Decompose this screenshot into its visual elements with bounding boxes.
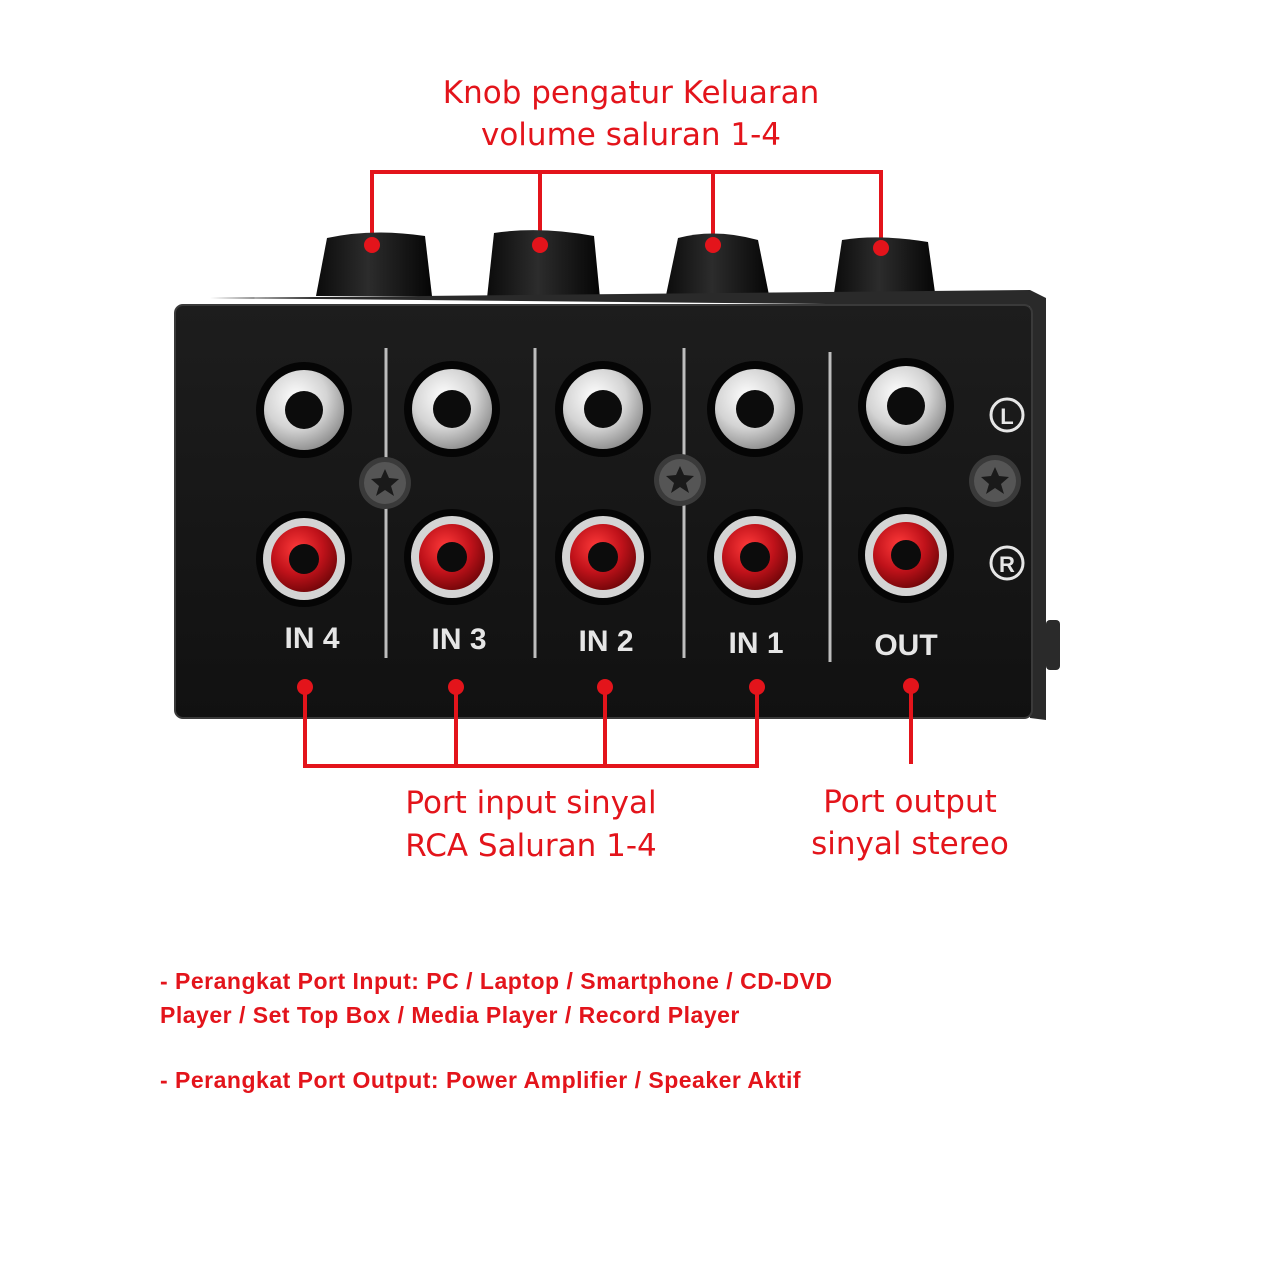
knob-dot-1 xyxy=(873,240,889,256)
label-in1: IN 1 xyxy=(728,627,783,660)
input-bracket xyxy=(303,687,759,768)
jack-in3-right[interactable] xyxy=(404,509,500,605)
left-channel-marker: L xyxy=(989,397,1025,433)
input-callout-line1: Port input sinyal xyxy=(405,785,656,821)
output-callout-line2: sinyal stereo xyxy=(811,826,1009,862)
knob-callout-line2: volume saluran 1-4 xyxy=(481,117,781,153)
panel-screws xyxy=(359,454,1021,509)
input-dot-2 xyxy=(597,679,613,695)
knob-dot-3 xyxy=(532,237,548,253)
screw-icon xyxy=(969,455,1021,507)
input-devices-note-line2: Player / Set Top Box / Media Player / Re… xyxy=(160,1002,740,1028)
jack-in2-right[interactable] xyxy=(555,509,651,605)
jack-out-left[interactable] xyxy=(858,358,954,454)
jack-in4-right[interactable] xyxy=(256,511,352,607)
right-marker-label: R xyxy=(999,552,1015,577)
volume-knob-2[interactable] xyxy=(665,233,770,300)
label-in2: IN 2 xyxy=(578,625,633,658)
volume-knob-1[interactable] xyxy=(833,237,936,300)
rca-jacks-left xyxy=(256,358,954,458)
jack-in4-left[interactable] xyxy=(256,362,352,458)
volume-knob-3[interactable] xyxy=(487,230,600,298)
jack-in1-right[interactable] xyxy=(707,509,803,605)
output-devices-note: - Perangkat Port Output: Power Amplifier… xyxy=(160,1067,802,1093)
label-in3: IN 3 xyxy=(431,623,486,656)
label-in4: IN 4 xyxy=(284,622,339,655)
volume-knob-4[interactable] xyxy=(316,232,432,296)
input-dot-4 xyxy=(297,679,313,695)
jack-in1-left[interactable] xyxy=(707,361,803,457)
rca-jacks-right xyxy=(256,507,954,607)
jack-in3-left[interactable] xyxy=(404,361,500,457)
jack-in2-left[interactable] xyxy=(555,361,651,457)
jack-out-right[interactable] xyxy=(858,507,954,603)
output-callout-line1: Port output xyxy=(823,784,997,820)
volume-knobs xyxy=(316,230,936,300)
input-dot-3 xyxy=(448,679,464,695)
knob-dot-2 xyxy=(705,237,721,253)
knob-bracket xyxy=(370,170,883,248)
knob-dot-4 xyxy=(364,237,380,253)
knob-callout-line1: Knob pengatur Keluaran xyxy=(443,75,819,111)
screw-icon xyxy=(654,454,706,506)
left-marker-label: L xyxy=(1000,404,1013,429)
input-callout-line2: RCA Saluran 1-4 xyxy=(405,828,657,864)
input-devices-note-line1: - Perangkat Port Input: PC / Laptop / Sm… xyxy=(160,968,833,994)
label-out: OUT xyxy=(874,629,937,662)
screw-icon xyxy=(359,457,411,509)
input-dot-1 xyxy=(749,679,765,695)
right-channel-marker: R xyxy=(989,545,1025,581)
